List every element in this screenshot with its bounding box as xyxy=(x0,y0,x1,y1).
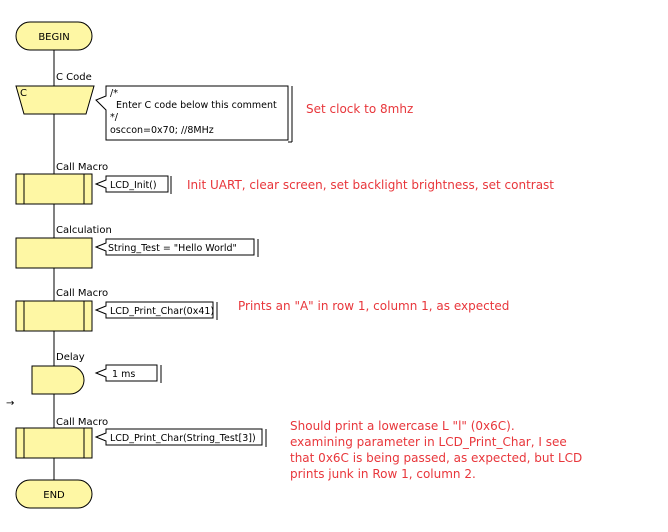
lcd-init-note[interactable]: LCD_Init() xyxy=(94,175,172,194)
delay-text: 1 ms xyxy=(112,369,135,380)
call-macro-lcd-init-block[interactable]: Call Macro xyxy=(15,162,108,205)
delay-label: Delay xyxy=(56,352,85,363)
print-string-comment-3: that 0x6C is being passed, as expected, … xyxy=(290,451,582,465)
print-string-comment-2: examining parameter in LCD_Print_Char, I… xyxy=(290,435,567,449)
c-code-line-3: */ xyxy=(110,112,119,123)
call-macro-label-2: Call Macro xyxy=(56,288,108,299)
c-code-line-4: osccon=0x70; //8MHz xyxy=(110,125,214,136)
c-code-line-1: /* xyxy=(110,88,118,99)
call-macro-label-1: Call Macro xyxy=(56,162,108,173)
calculation-block[interactable]: Calculation xyxy=(15,225,112,269)
begin-terminal[interactable]: BEGIN xyxy=(15,21,93,51)
calculation-label: Calculation xyxy=(56,225,112,236)
c-code-label: C Code xyxy=(56,72,92,83)
calculation-note[interactable]: String_Test = "Hello World" xyxy=(94,238,259,257)
print-string-text: LCD_Print_Char(String_Test[3]) xyxy=(110,433,256,444)
delay-note[interactable]: 1 ms xyxy=(94,364,162,383)
calculation-text: String_Test = "Hello World" xyxy=(108,243,237,254)
c-code-comment: Set clock to 8mhz xyxy=(306,102,413,116)
c-code-line-2: Enter C code below this comment xyxy=(110,100,277,111)
print-string-note[interactable]: LCD_Print_Char(String_Test[3]) xyxy=(94,428,267,447)
call-macro-print-string-block[interactable]: Call Macro xyxy=(15,417,108,459)
c-code-icon: C xyxy=(20,88,27,99)
print-a-text: LCD_Print_Char(0x41) xyxy=(110,306,214,317)
call-macro-print-a-block[interactable]: Call Macro xyxy=(15,288,108,332)
c-code-block[interactable]: C Code C xyxy=(15,72,95,115)
side-arrow-icon: → xyxy=(6,398,14,409)
end-terminal[interactable]: END xyxy=(15,479,93,509)
call-macro-label-3: Call Macro xyxy=(56,417,108,428)
print-a-note[interactable]: LCD_Print_Char(0x41) xyxy=(94,301,218,320)
print-string-comment-4: prints junk in Row 1, column 2. xyxy=(290,467,476,481)
print-a-comment: Prints an "A" in row 1, column 1, as exp… xyxy=(238,299,509,313)
lcd-init-comment: Init UART, clear screen, set backlight b… xyxy=(187,178,554,192)
end-label: END xyxy=(43,490,65,501)
print-string-comment-1: Should print a lowercase L "l" (0x6C). xyxy=(290,419,515,433)
delay-block[interactable]: Delay xyxy=(31,352,85,395)
lcd-init-text: LCD_Init() xyxy=(110,180,157,191)
begin-label: BEGIN xyxy=(38,32,69,43)
c-code-note[interactable]: /* Enter C code below this comment */ os… xyxy=(95,85,293,143)
